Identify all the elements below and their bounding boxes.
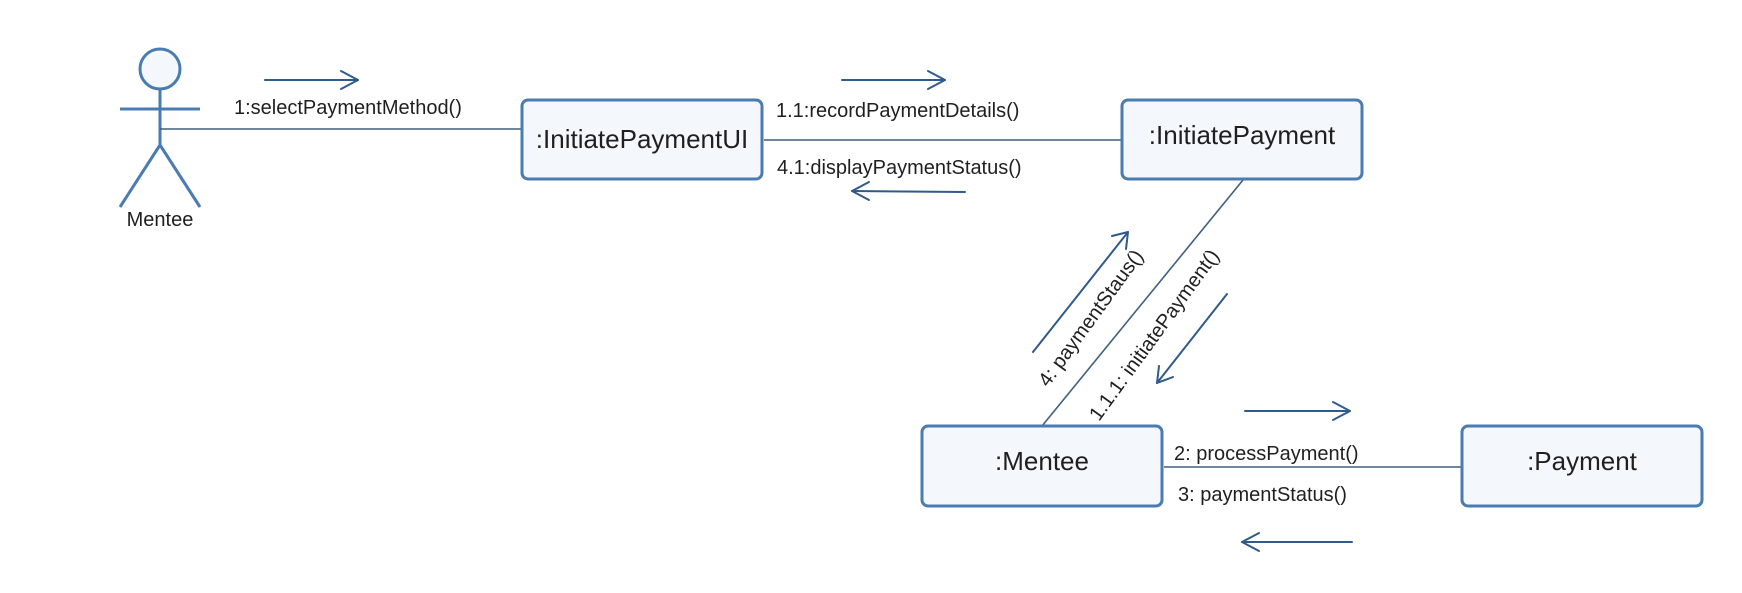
message-arrow-head [1332,401,1351,421]
message-arrow-head [851,181,870,201]
object-label: :InitiatePayment [1149,120,1336,150]
object-initiate-payment-ui[interactable]: :InitiatePaymentUI [520,98,764,181]
object-label: :InitiatePaymentUI [536,124,748,154]
message-arrow-head [927,70,946,90]
message-label: 2: processPayment() [1174,443,1359,465]
message-3: 3: paymentStatus() [1178,484,1353,552]
object-mentee[interactable]: :Mentee [920,424,1164,508]
message-1: 1:selectPaymentMethod() [234,70,462,119]
actor-label: Mentee [127,209,194,231]
actor-right-leg [158,144,202,208]
object-initiate-payment[interactable]: :InitiatePayment [1120,98,1364,181]
message-label: 1:selectPaymentMethod() [234,97,462,119]
object-box [520,98,764,181]
message-label: 4.1:displayPaymentStatus() [777,157,1022,179]
object-payment[interactable]: :Payment [1460,424,1704,508]
message-label: 3: paymentStatus() [1178,484,1347,506]
object-box [1460,424,1704,508]
message-label: 1.1:recordPaymentDetails() [776,100,1019,122]
message-label: 1.1.1: initiatePayment() [1085,246,1224,425]
link-initiatepayment-to-mentee [1041,179,1244,427]
message-1-1: 1.1:recordPaymentDetails() [776,70,1019,122]
actor-head [138,47,182,91]
message-1-1-1: 1.1.1: initiatePayment() [1085,246,1228,425]
message-arrow-shaft [1032,231,1129,353]
object-box [1120,98,1364,181]
message-arrow-head [340,70,359,90]
object-label: :Payment [1527,446,1638,476]
message-arrow-head [1241,532,1260,552]
message-2: 2: processPayment() [1174,401,1359,465]
message-arrow-head [1111,231,1129,250]
object-box [920,424,1164,508]
message-4-1: 4.1:displayPaymentStatus() [777,157,1022,201]
actor-left-leg [118,144,162,208]
message-arrow-shaft [851,190,966,193]
actor-mentee[interactable]: Mentee [118,47,202,231]
message-arrow-head [1156,365,1174,384]
message-arrow-shaft [1156,293,1228,384]
object-label: :Mentee [995,446,1089,476]
